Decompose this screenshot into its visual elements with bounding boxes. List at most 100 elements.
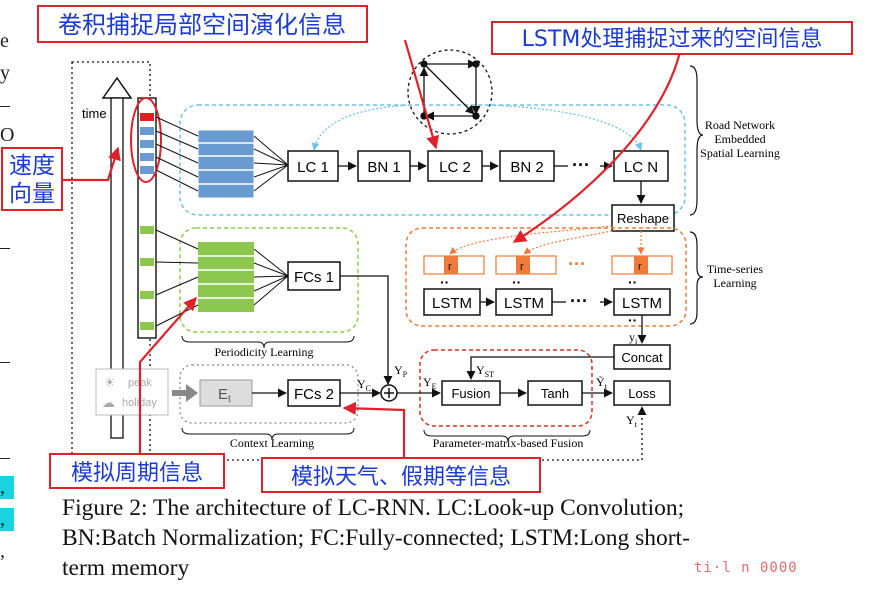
annotation-weather-box (261, 457, 541, 493)
time-series-brace (689, 231, 704, 325)
r-cell-group-1: r (423, 255, 485, 275)
context-to-et-arrow (172, 384, 198, 402)
lstm-label-3: LSTM (622, 295, 662, 312)
left-edge-fragment: – (0, 350, 10, 372)
yst-label: YST (476, 363, 494, 379)
context-label: Context Learning (230, 436, 314, 450)
left-edge-fragment: O (0, 124, 15, 146)
speed-cell-red (140, 113, 154, 121)
bn2-label: BN 2 (510, 159, 543, 176)
annotation-arrows (62, 39, 682, 458)
caption-line-1: Figure 2: The architecture of LC-RNN. LC… (62, 495, 685, 521)
r-cell-group-2: r (495, 255, 557, 275)
reshape-block (611, 204, 675, 232)
graph-to-lc-arrows (311, 104, 643, 151)
annotation-conv: 卷积捕捉局部空间演化信息 (58, 11, 346, 39)
annotation-speed-1: 速度 (9, 153, 55, 179)
left-edge-fragment: , (0, 540, 5, 562)
concat-to-fusion (466, 356, 614, 380)
concat-block (613, 344, 671, 370)
tanh-label: Tanh (541, 386, 569, 401)
lstm-output-dots: ·· (628, 312, 637, 328)
caption-line-3: term memory (62, 555, 190, 581)
annotation-period: 模拟周期信息 (71, 461, 203, 486)
time-arrow-shaft (110, 97, 124, 439)
fcs2-label: FCs 2 (294, 386, 334, 403)
r-to-lstm-dots: ·· ·· ·· (440, 274, 637, 290)
fusion-group (419, 349, 593, 427)
caption-line-2: BN:Batch Normalization; FC:Fully-connect… (62, 525, 690, 551)
svg-text:r: r (448, 261, 452, 273)
speed-highlight-ellipse (130, 97, 162, 183)
left-edge-fragment: – (0, 446, 10, 468)
period-strip-lines (155, 229, 289, 327)
lc2-label: LC 2 (439, 159, 471, 176)
loss-block (613, 380, 671, 406)
left-edge-fragment: e (0, 30, 9, 52)
fcs1-to-sum (340, 275, 393, 385)
lstm-ellipsis: ··· (570, 291, 588, 311)
annotation-weather: 模拟天气、假期等信息 (291, 465, 511, 490)
speed-cell (140, 127, 154, 135)
sun-icon: ☀ (104, 375, 116, 390)
strip-to-matrix-lines (155, 116, 199, 192)
figure-caption: Figure 2: The architecture of LC-RNN. LC… (62, 493, 802, 583)
road-network-group (179, 104, 686, 216)
speed-cell (140, 140, 154, 148)
watermark: ti·l n 0000 (694, 560, 798, 576)
left-edge-fragment: – (0, 236, 10, 258)
time-label: time (82, 106, 107, 121)
road-ellipsis: ··· (572, 155, 590, 175)
y-i-label: yi (629, 330, 638, 346)
yt-label: Yt (626, 413, 638, 429)
reshape-label: Reshape (617, 211, 669, 226)
annotation-lstm: LSTM处理捕捉过来的空间信息 (522, 27, 823, 52)
annotation-period-box (49, 453, 225, 489)
fcs1-label: FCs 1 (294, 269, 334, 286)
annotation-speed-box (1, 147, 63, 211)
context-brace (181, 427, 355, 441)
lc2-block (427, 150, 483, 182)
concat-label: Concat (621, 350, 663, 365)
left-edge-fragment: , (0, 476, 14, 499)
fusion-label: Fusion (451, 386, 490, 401)
fcs1-block (287, 261, 341, 291)
period-cell (140, 291, 154, 299)
period-matrix (198, 242, 254, 312)
yp-label: YP (394, 363, 408, 379)
left-edge-fragment: y (0, 62, 10, 84)
periodicity-brace (181, 335, 355, 349)
road-group-label-2: Embedded (714, 132, 765, 146)
lstm-label-1: LSTM (432, 295, 472, 312)
left-edge-fragment: , (0, 508, 14, 531)
et-label: Et (218, 386, 231, 405)
road-group-label-3: Spatial Learning (700, 146, 780, 160)
time-series-label-2: Learning (713, 276, 756, 290)
r-ellipsis: ··· (568, 254, 586, 274)
road-group-label-1: Road Network (705, 118, 775, 132)
loss-label: Loss (628, 386, 656, 401)
fusion-group-label: Parameter-matrix-based Fusion (433, 436, 584, 450)
time-series-label-1: Time-series (707, 262, 764, 276)
svg-text:··: ·· (440, 274, 449, 290)
lcn-label: LC N (624, 159, 658, 176)
speed-cell (140, 153, 154, 161)
lstm-block-3 (613, 288, 671, 316)
ytilde-label: Ỹt (596, 375, 608, 391)
road-network-graph-icon (407, 49, 493, 135)
lc1-label: LC 1 (297, 159, 329, 176)
fcs2-block (287, 379, 341, 407)
fusion-brace (423, 429, 591, 443)
tanh-block (527, 380, 583, 406)
r-cell-group-3: r (611, 255, 673, 275)
annotation-lstm-box (491, 21, 853, 55)
period-cell (140, 258, 154, 266)
periodicity-group (179, 227, 359, 333)
period-cell (140, 226, 154, 234)
cloud-rain-icon: ☁ (102, 395, 115, 410)
svg-text:··: ·· (628, 274, 637, 290)
road-group-brace (689, 65, 704, 216)
context-icon-box (95, 368, 169, 416)
speed-cell (140, 166, 154, 174)
